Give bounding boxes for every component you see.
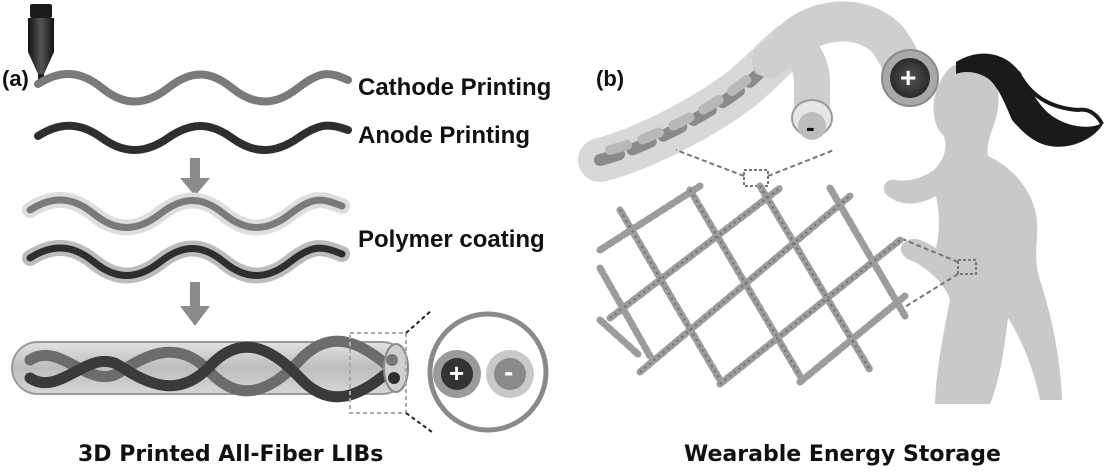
fiber-zoom-box [743, 169, 769, 187]
garment-zoom-box [957, 259, 977, 275]
twisted-fiber-battery [11, 335, 409, 403]
coated-cathode-fiber [22, 191, 350, 236]
wearable-twisted-fiber [578, 1, 939, 182]
anode-printing-label: Anode Printing [358, 122, 530, 149]
coated-anode-fiber [22, 239, 350, 284]
cross-section-plus: + [449, 358, 465, 388]
cathode-fiber [34, 69, 352, 106]
cross-section-minus: - [504, 356, 514, 387]
runner-hair [956, 53, 1104, 147]
panel-a-caption: 3D Printed All-Fiber LIBs [78, 442, 384, 467]
process-arrow-2 [180, 282, 210, 326]
knitted-fiber-mesh [596, 182, 909, 388]
runner-silhouette [883, 63, 1062, 405]
fiber-minus-sign: - [806, 112, 815, 142]
polymer-coating-label: Polymer coating [358, 226, 545, 253]
fiber-plus-sign: + [900, 62, 917, 93]
panel-a-label: (a) [2, 66, 29, 91]
process-arrow-1 [180, 158, 210, 196]
anode-fiber [34, 121, 352, 154]
panel-b-caption: Wearable Energy Storage [684, 442, 1001, 467]
zoom-box [349, 332, 407, 414]
cathode-printing-label: Cathode Printing [358, 74, 552, 101]
print-nozzle-icon [28, 4, 54, 80]
cross-section [427, 311, 549, 433]
panel-b-label: (b) [596, 66, 625, 91]
